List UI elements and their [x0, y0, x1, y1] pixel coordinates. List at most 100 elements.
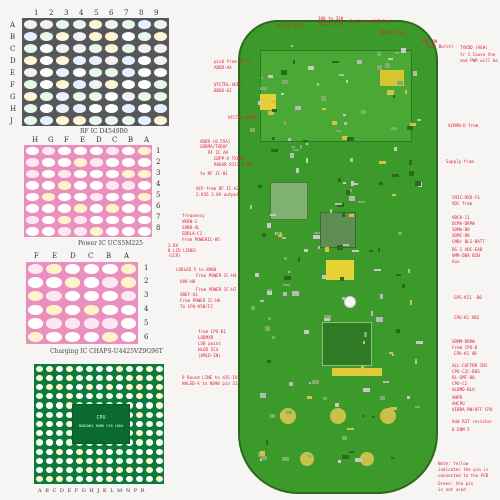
smd-component [334, 203, 342, 206]
smd-component [282, 236, 287, 239]
pin-cell [75, 448, 83, 455]
smd-component [409, 123, 416, 127]
pin-cell [137, 43, 152, 53]
pin-cell [55, 467, 63, 474]
pin-cell [137, 55, 152, 65]
smd-component [261, 456, 268, 461]
board-annotation-label: 8 LCD LINES [168, 248, 196, 253]
pin-cell [105, 31, 119, 41]
pin-cell [155, 448, 163, 455]
smd-component [305, 157, 308, 163]
board-annotation-label: VFCTRL-ADDR [214, 82, 242, 87]
pin-cell [56, 103, 70, 113]
pin-cell [154, 67, 168, 77]
smd-component [279, 413, 286, 419]
pin-cell [25, 181, 39, 190]
board-annotation-label: CMB+ BLS-BATT [452, 239, 485, 244]
pin-cell [88, 19, 103, 29]
smd-component [362, 415, 365, 418]
row-header: 4 [156, 180, 161, 188]
pin-cell [145, 374, 153, 381]
pin-cell [41, 227, 55, 236]
pin-cell [39, 115, 54, 125]
smd-component [303, 249, 308, 253]
board-annotation-label: from CPU-B1 [198, 329, 226, 334]
smd-component [295, 168, 299, 174]
pin-cell [89, 227, 103, 236]
pin-cell [137, 103, 152, 113]
pin-cell [57, 227, 71, 236]
pin-cell [121, 103, 135, 113]
pin-cell [55, 476, 63, 483]
cpu-bottom-letters: A B C D E F G H J K L M N P R [38, 488, 146, 494]
pin-cell [95, 374, 103, 381]
board-annotation-label: ON/OFF Key [380, 30, 406, 35]
pin-cell [57, 169, 71, 178]
pin-cell [35, 448, 43, 455]
pin-cell [72, 55, 86, 65]
pin-cell [83, 331, 100, 343]
smd-component [358, 201, 366, 204]
smd-component [378, 181, 383, 185]
pin-cell [72, 43, 86, 53]
smd-component [340, 277, 345, 282]
smd-component [400, 48, 406, 54]
pin-cell [145, 411, 153, 418]
smd-component [392, 194, 397, 197]
pin-cell [35, 457, 43, 465]
pin-cell [135, 420, 143, 428]
smd-component [312, 235, 320, 240]
pin-cell [121, 55, 135, 65]
pin-cell [35, 430, 43, 437]
pin-cell [23, 79, 37, 89]
smd-component [260, 458, 263, 461]
pin-cell [23, 31, 37, 41]
pin-cell [121, 158, 135, 167]
pin-cell [57, 192, 71, 201]
pin-cell [135, 411, 143, 418]
cpu-chip-name: CPU [96, 415, 106, 421]
pin-cell [115, 476, 123, 483]
smd-component [267, 288, 273, 291]
pin-cell [41, 158, 55, 167]
pin-cell [120, 263, 137, 275]
pin-cell [35, 467, 43, 474]
pin-cell [25, 192, 39, 201]
smd-component [260, 76, 263, 79]
power-ic-column-headers: H G F E D C B A [28, 136, 158, 145]
board-annotation-label: RL-SMT-B0 [452, 375, 475, 380]
pin-cell [65, 365, 73, 372]
board-annotation-label: LOB point [198, 341, 221, 346]
pin-cell [154, 31, 168, 41]
board-annotation-label: TXVDD (VEH) [460, 45, 488, 50]
pin-cell [64, 304, 81, 316]
board-annotation-label: AHCPU [452, 401, 465, 406]
power-ic-caption: Power IC UCS5M225 [78, 240, 143, 247]
smd-component [285, 410, 292, 414]
smd-component [258, 184, 263, 188]
pin-cell [46, 331, 62, 343]
board-annotation-label: frequency [182, 213, 205, 218]
col-header: G [48, 136, 54, 144]
smd-component [295, 106, 302, 111]
board-annotation-label: DCMh-DRPW [452, 221, 475, 226]
col-header: D [96, 136, 102, 144]
row-header: C [10, 45, 16, 53]
pin-cell [35, 374, 43, 381]
row-header: J [10, 117, 13, 125]
smd-component [395, 328, 400, 333]
pin-cell [135, 374, 143, 381]
smd-component [259, 393, 266, 399]
pin-cell [137, 79, 152, 89]
pin-cell [45, 430, 53, 437]
pin-cell [73, 204, 87, 213]
pin-cell [95, 448, 103, 455]
pin-cell [45, 402, 53, 409]
pin-cell [155, 402, 163, 409]
pin-cell [39, 55, 54, 65]
col-header: E [52, 252, 58, 260]
smd-component [416, 118, 421, 121]
pin-cell [72, 19, 86, 29]
keypad-pad [280, 408, 296, 424]
row-header: 1 [156, 147, 161, 155]
